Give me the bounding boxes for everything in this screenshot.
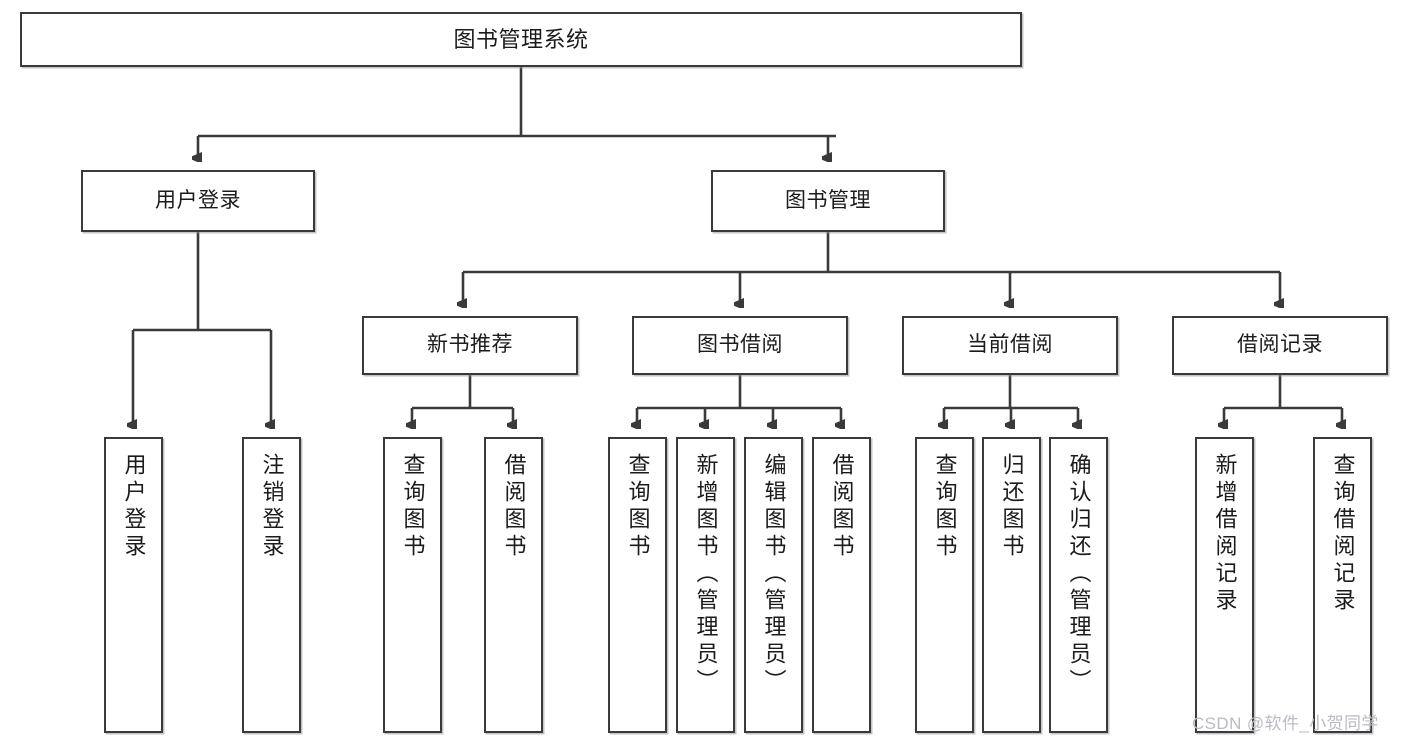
node-user-login[interactable]: 用户登录 xyxy=(81,170,315,232)
leaf-current-borrow-confirm-return[interactable]: 确认归还（管理员） xyxy=(1049,437,1108,733)
node-label: 新书推荐 xyxy=(427,333,513,357)
leaf-book-borrow-edit[interactable]: 编辑图书（管理员） xyxy=(744,437,803,733)
leaf-book-borrow-add[interactable]: 新增图书（管理员） xyxy=(676,437,735,733)
node-current-borrow[interactable]: 当前借阅 xyxy=(902,316,1118,375)
leaf-current-borrow-query[interactable]: 查询图书 xyxy=(915,437,974,733)
node-label: 查询图书 xyxy=(625,453,651,561)
leaf-new-book-borrow[interactable]: 借阅图书 xyxy=(484,437,543,733)
leaf-current-borrow-return[interactable]: 归还图书 xyxy=(982,437,1041,733)
leaf-user-login-login[interactable]: 用户登录 xyxy=(104,437,163,733)
node-label: 图书借阅 xyxy=(697,333,783,357)
node-label: 借阅记录 xyxy=(1237,333,1323,357)
leaf-book-borrow-borrow[interactable]: 借阅图书 xyxy=(812,437,871,733)
leaf-user-login-logout[interactable]: 注销登录 xyxy=(242,437,301,733)
node-label: 图书管理系统 xyxy=(453,26,589,52)
node-label: 查询图书 xyxy=(400,453,426,561)
leaf-book-borrow-query[interactable]: 查询图书 xyxy=(608,437,667,733)
node-label: 编辑图书（管理员） xyxy=(761,453,787,696)
leaf-borrow-record-query[interactable]: 查询借阅记录 xyxy=(1313,437,1372,733)
node-label: 借阅图书 xyxy=(829,453,855,561)
node-borrow-record[interactable]: 借阅记录 xyxy=(1172,316,1388,375)
node-label: 借阅图书 xyxy=(501,453,527,561)
node-label: 归还图书 xyxy=(999,453,1025,561)
node-book-management[interactable]: 图书管理 xyxy=(711,170,945,232)
node-label: 用户登录 xyxy=(121,453,147,561)
leaf-borrow-record-add[interactable]: 新增借阅记录 xyxy=(1195,437,1254,733)
node-book-borrow[interactable]: 图书借阅 xyxy=(632,316,848,375)
node-label: 注销登录 xyxy=(259,453,285,561)
node-label: 用户登录 xyxy=(155,188,241,212)
node-label: 查询图书 xyxy=(932,453,958,561)
node-label: 图书管理 xyxy=(785,188,871,212)
node-label: 新增借阅记录 xyxy=(1212,453,1238,615)
node-label: 当前借阅 xyxy=(967,333,1053,357)
node-new-book-recommend[interactable]: 新书推荐 xyxy=(362,316,578,375)
leaf-new-book-query[interactable]: 查询图书 xyxy=(383,437,442,733)
node-label: 确认归还（管理员） xyxy=(1066,453,1092,696)
node-root-system[interactable]: 图书管理系统 xyxy=(20,12,1022,67)
node-label: 新增图书（管理员） xyxy=(693,453,719,696)
node-label: 查询借阅记录 xyxy=(1330,453,1356,615)
